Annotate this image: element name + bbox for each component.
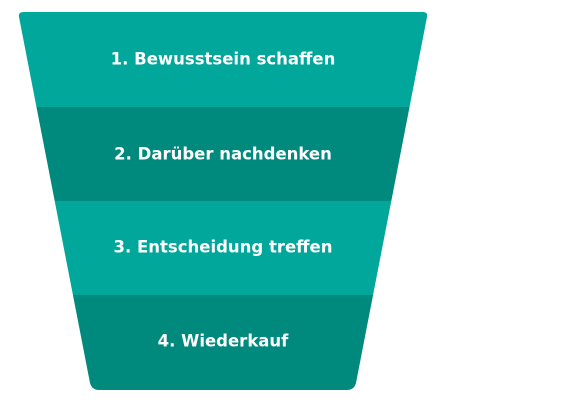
funnel-stage-1-label: 1. Bewusstsein schaffen (111, 50, 336, 69)
funnel-stage-2-label: 2. Darüber nachdenken (114, 145, 332, 164)
funnel-stage-3 (18, 201, 428, 295)
funnel-stage-3-label: 3. Entscheidung treffen (114, 238, 333, 257)
funnel-stage-4-label: 4. Wiederkauf (158, 332, 290, 351)
funnel-stage-1 (18, 12, 428, 107)
funnel-stage-2 (18, 107, 428, 201)
